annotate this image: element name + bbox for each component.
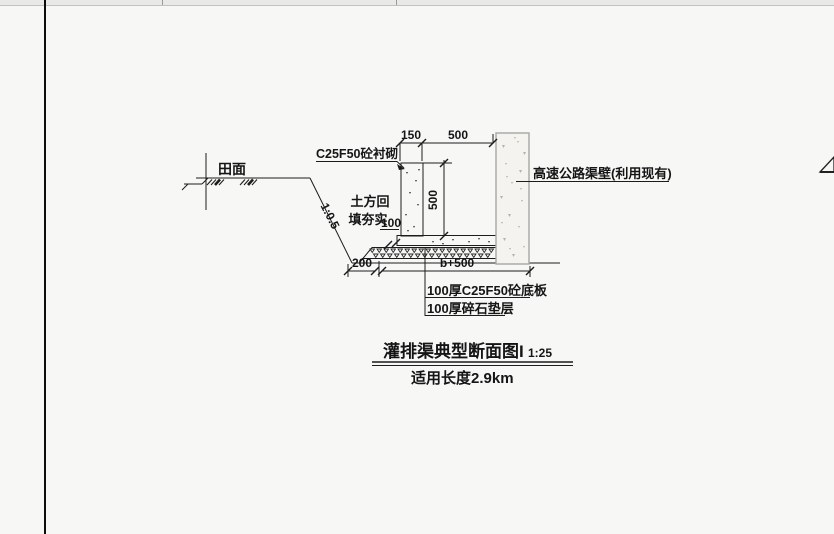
highway-wall-texture — [500, 137, 526, 257]
label-slope-ratio: 1:0.5 — [318, 201, 343, 232]
leader-arrow — [397, 164, 405, 170]
slab-texture — [432, 238, 490, 245]
ruler-tick — [162, 0, 163, 5]
top-ruler-strip — [0, 0, 834, 6]
label-highway-wall: 高速公路渠壁(利用现有) — [533, 166, 672, 181]
label-backfill-1: 土方回 — [350, 194, 389, 209]
wall-height-dimension: 500 — [423, 158, 452, 241]
bottom-slab — [396, 235, 497, 246]
ground-line — [181, 153, 310, 210]
label-backfill-2: 填夯实 — [348, 212, 387, 227]
title-scale: 1:25 — [528, 346, 552, 360]
dim-base-width: b+500 — [440, 256, 475, 270]
bottom-labels-group: 100厚C25F50砼底板 100厚碎石垫层 — [424, 248, 548, 316]
title-block: 灌排渠典型断面图I 1:25 适用长度2.9km — [372, 341, 573, 387]
bottom-dimensions: 200 b+500 — [343, 256, 535, 277]
lining-wall — [400, 162, 424, 237]
slab-thickness-dimension: 100 — [380, 216, 401, 250]
dim-slab-thickness: 100 — [381, 216, 401, 230]
highway-wall-label-group: 高速公路渠壁(利用现有) — [516, 166, 672, 182]
edge-triangle-symbol — [818, 156, 834, 173]
pane-divider — [44, 0, 46, 534]
title-subtitle: 适用长度2.9km — [411, 369, 514, 387]
dim-toe-width: 200 — [352, 256, 372, 270]
label-lining: C25F50砼衬砌 — [316, 146, 398, 161]
label-bottom-slab: 100厚C25F50砼底板 — [427, 283, 548, 298]
lining-texture — [405, 169, 420, 232]
top-dimension: 150 500 — [395, 128, 498, 161]
gravel-cushion-layer — [359, 247, 496, 263]
dim-channel-width: 500 — [448, 128, 468, 142]
ruler-tick — [396, 0, 397, 5]
lining-label-group: C25F50砼衬砌 — [316, 146, 405, 170]
title-text: 灌排渠典型断面图I — [383, 341, 524, 361]
earth-hatch-marks — [206, 178, 258, 186]
dim-lining-width: 150 — [401, 128, 421, 142]
dim-wall-height: 500 — [426, 190, 440, 210]
label-gravel-cushion: 100厚碎石垫层 — [427, 301, 514, 316]
label-field-surface: 田面 — [218, 161, 246, 177]
